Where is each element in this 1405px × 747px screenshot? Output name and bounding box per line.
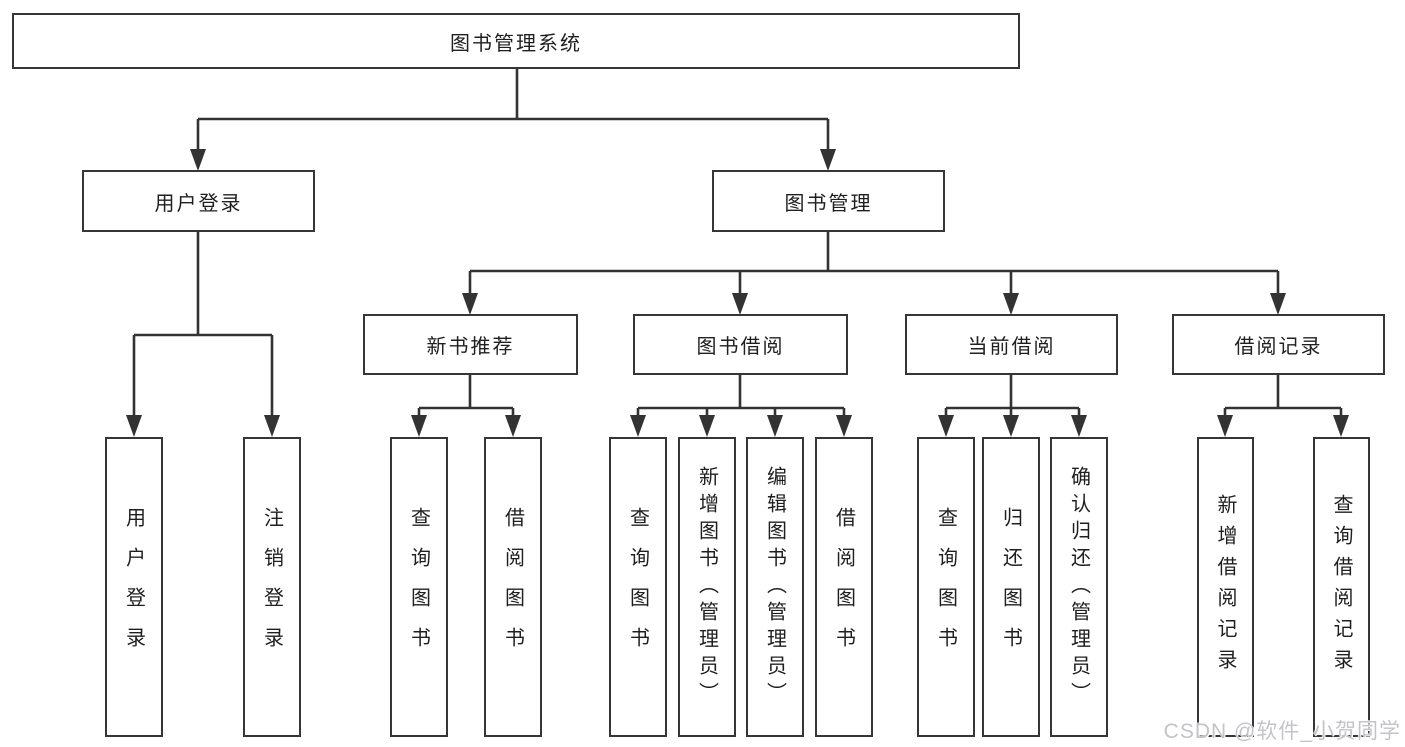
leaf-current-confirm-return-admin-label: 确认归还（管理员） bbox=[1067, 465, 1090, 709]
node-current-borrow: 当前借阅 bbox=[905, 314, 1118, 375]
leaf-recommend-query-book: 查询图书 bbox=[390, 437, 448, 737]
node-user-login-label: 用户登录 bbox=[154, 192, 243, 215]
leaf-recommend-borrow-book: 借阅图书 bbox=[484, 437, 542, 737]
node-current-borrow-label: 当前借阅 bbox=[967, 336, 1056, 358]
node-book-management-label: 图书管理 bbox=[784, 192, 873, 215]
leaf-logout-label: 注销登录 bbox=[260, 507, 283, 667]
leaf-record-add-record: 新增借阅记录 bbox=[1197, 437, 1254, 737]
node-new-book-recommend: 新书推荐 bbox=[363, 314, 578, 375]
node-new-book-recommend-label: 新书推荐 bbox=[426, 336, 515, 358]
leaf-borrow-edit-book-admin-label: 编辑图书（管理员） bbox=[763, 465, 786, 709]
leaf-current-query-book-label: 查询图书 bbox=[934, 507, 957, 667]
leaf-logout: 注销登录 bbox=[243, 437, 301, 737]
connector-new-book-recommend bbox=[417, 375, 515, 416]
connector-user-login bbox=[132, 232, 274, 416]
node-root: 图书管理系统 bbox=[12, 13, 1020, 69]
leaf-borrow-add-book-admin-label: 新增图书（管理员） bbox=[695, 465, 718, 709]
leaf-borrow-query-book-label: 查询图书 bbox=[626, 507, 649, 667]
connector-book-borrow bbox=[636, 375, 846, 416]
leaf-borrow-query-book: 查询图书 bbox=[609, 437, 667, 737]
leaf-current-return-book-label: 归还图书 bbox=[999, 507, 1022, 667]
leaf-record-query-record: 查询借阅记录 bbox=[1313, 437, 1370, 737]
leaf-record-query-record-label: 查询借阅记录 bbox=[1330, 494, 1352, 680]
leaf-borrow-edit-book-admin: 编辑图书（管理员） bbox=[746, 437, 804, 737]
connector-book-management bbox=[468, 232, 1280, 294]
leaf-record-add-record-label: 新增借阅记录 bbox=[1214, 494, 1236, 680]
leaf-borrow-add-book-admin: 新增图书（管理员） bbox=[678, 437, 736, 737]
leaf-current-query-book: 查询图书 bbox=[917, 437, 975, 737]
connector-current-borrow bbox=[944, 375, 1081, 416]
leaf-recommend-query-book-label: 查询图书 bbox=[407, 507, 430, 667]
leaf-user-login-label: 用户登录 bbox=[122, 507, 145, 667]
leaf-recommend-borrow-book-label: 借阅图书 bbox=[501, 507, 524, 667]
node-book-management: 图书管理 bbox=[712, 170, 945, 232]
node-borrow-record-label: 借阅记录 bbox=[1234, 336, 1323, 358]
leaf-borrow-borrow-book-label: 借阅图书 bbox=[832, 507, 855, 667]
arrow-down-icons bbox=[126, 149, 1349, 437]
leaf-current-return-book: 归还图书 bbox=[982, 437, 1040, 737]
leaf-borrow-borrow-book: 借阅图书 bbox=[815, 437, 873, 737]
csdn-watermark: CSDN @软件_小贺同学 bbox=[1163, 720, 1401, 743]
node-borrow-record: 借阅记录 bbox=[1172, 314, 1385, 375]
leaf-current-confirm-return-admin: 确认归还（管理员） bbox=[1050, 437, 1108, 737]
leaf-user-login: 用户登录 bbox=[105, 437, 163, 737]
node-root-label: 图书管理系统 bbox=[450, 32, 582, 55]
node-book-borrow: 图书借阅 bbox=[633, 314, 848, 375]
node-user-login: 用户登录 bbox=[82, 170, 315, 232]
connector-root bbox=[196, 68, 830, 150]
node-book-borrow-label: 图书借阅 bbox=[696, 336, 785, 358]
connector-borrow-record bbox=[1223, 375, 1343, 416]
